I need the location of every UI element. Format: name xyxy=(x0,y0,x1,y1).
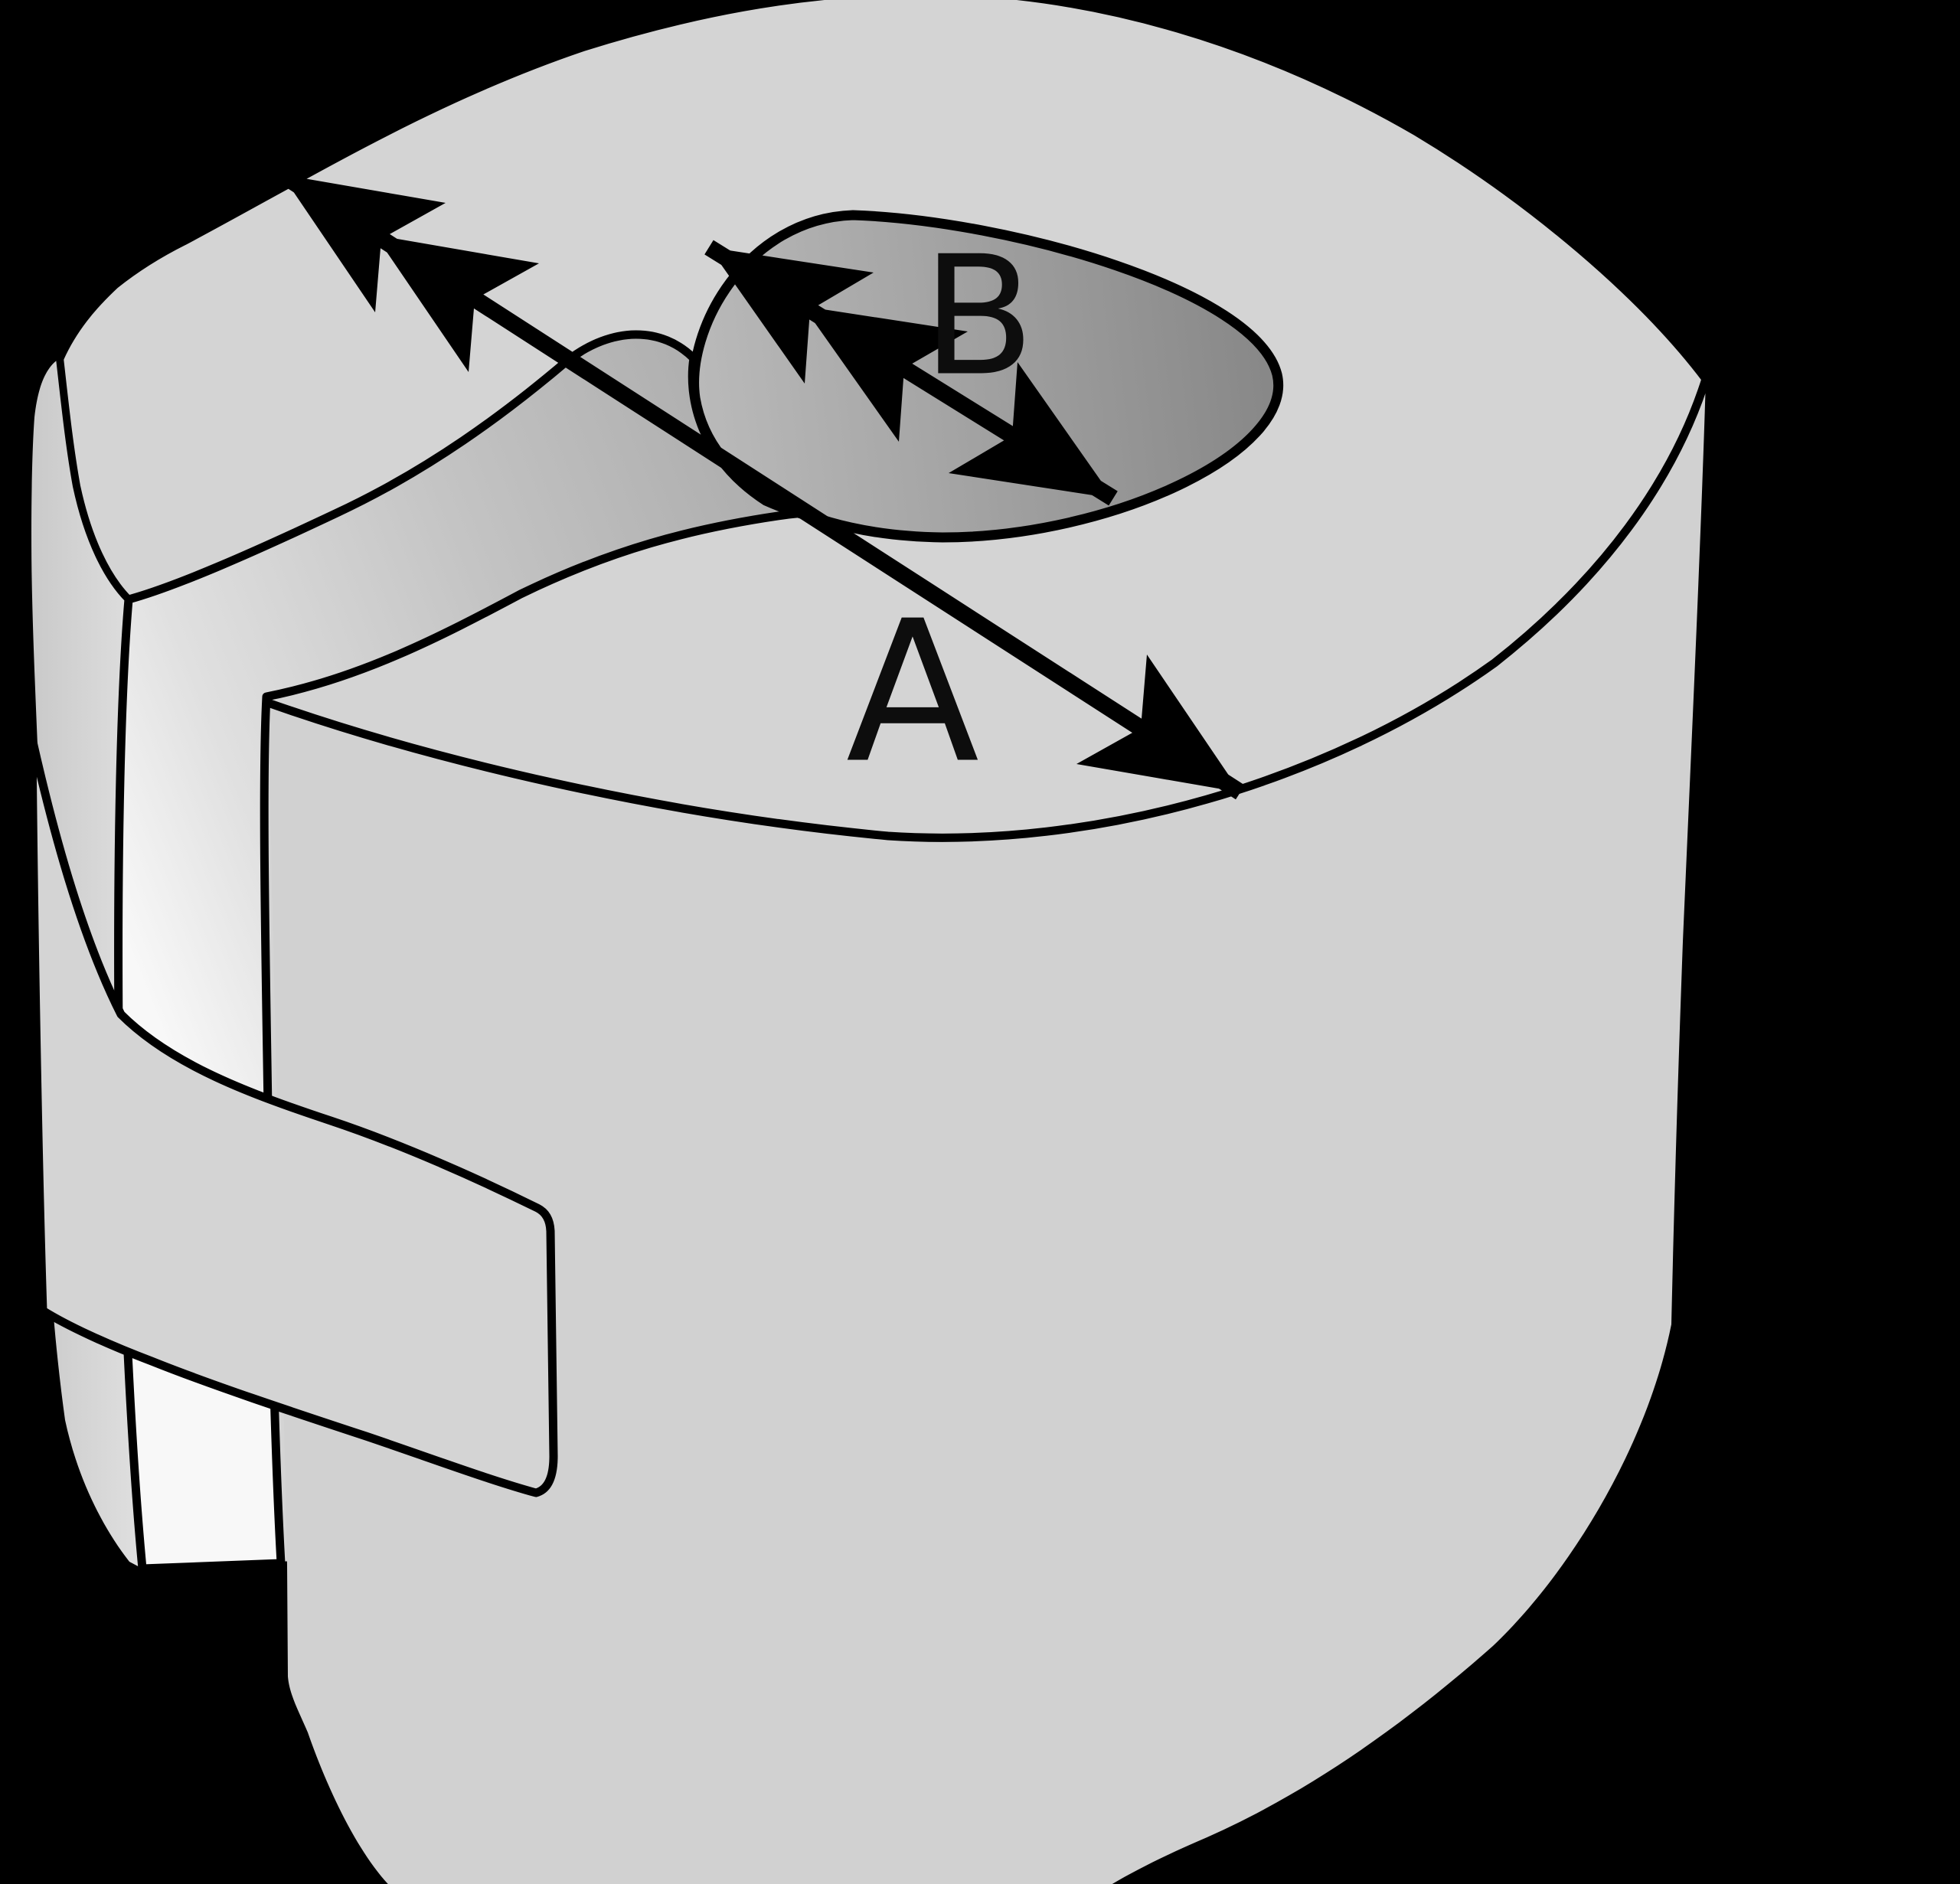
wrap-ribbon xyxy=(28,734,558,1497)
hanging-sheet xyxy=(114,330,1073,1573)
label-core-diameter: B xyxy=(922,220,1035,413)
sheet-peel-edge xyxy=(56,354,132,603)
roll-side-face xyxy=(268,379,1706,1884)
dimension-arrow-a xyxy=(277,167,1245,800)
arrowhead-b-lower xyxy=(949,362,1113,498)
label-outer-diameter: A xyxy=(846,580,979,807)
arrowhead-b-upper-second xyxy=(803,306,968,442)
arrowhead-a-upper-tip xyxy=(282,175,446,312)
arrowhead-b-upper-tip xyxy=(709,247,874,384)
roll-front-edge xyxy=(263,374,1710,842)
core-hole xyxy=(689,210,1284,543)
arrowhead-a-lower xyxy=(1076,655,1240,792)
dimension-arrow-b xyxy=(704,240,1118,506)
arrowhead-a-upper-second xyxy=(375,235,539,372)
